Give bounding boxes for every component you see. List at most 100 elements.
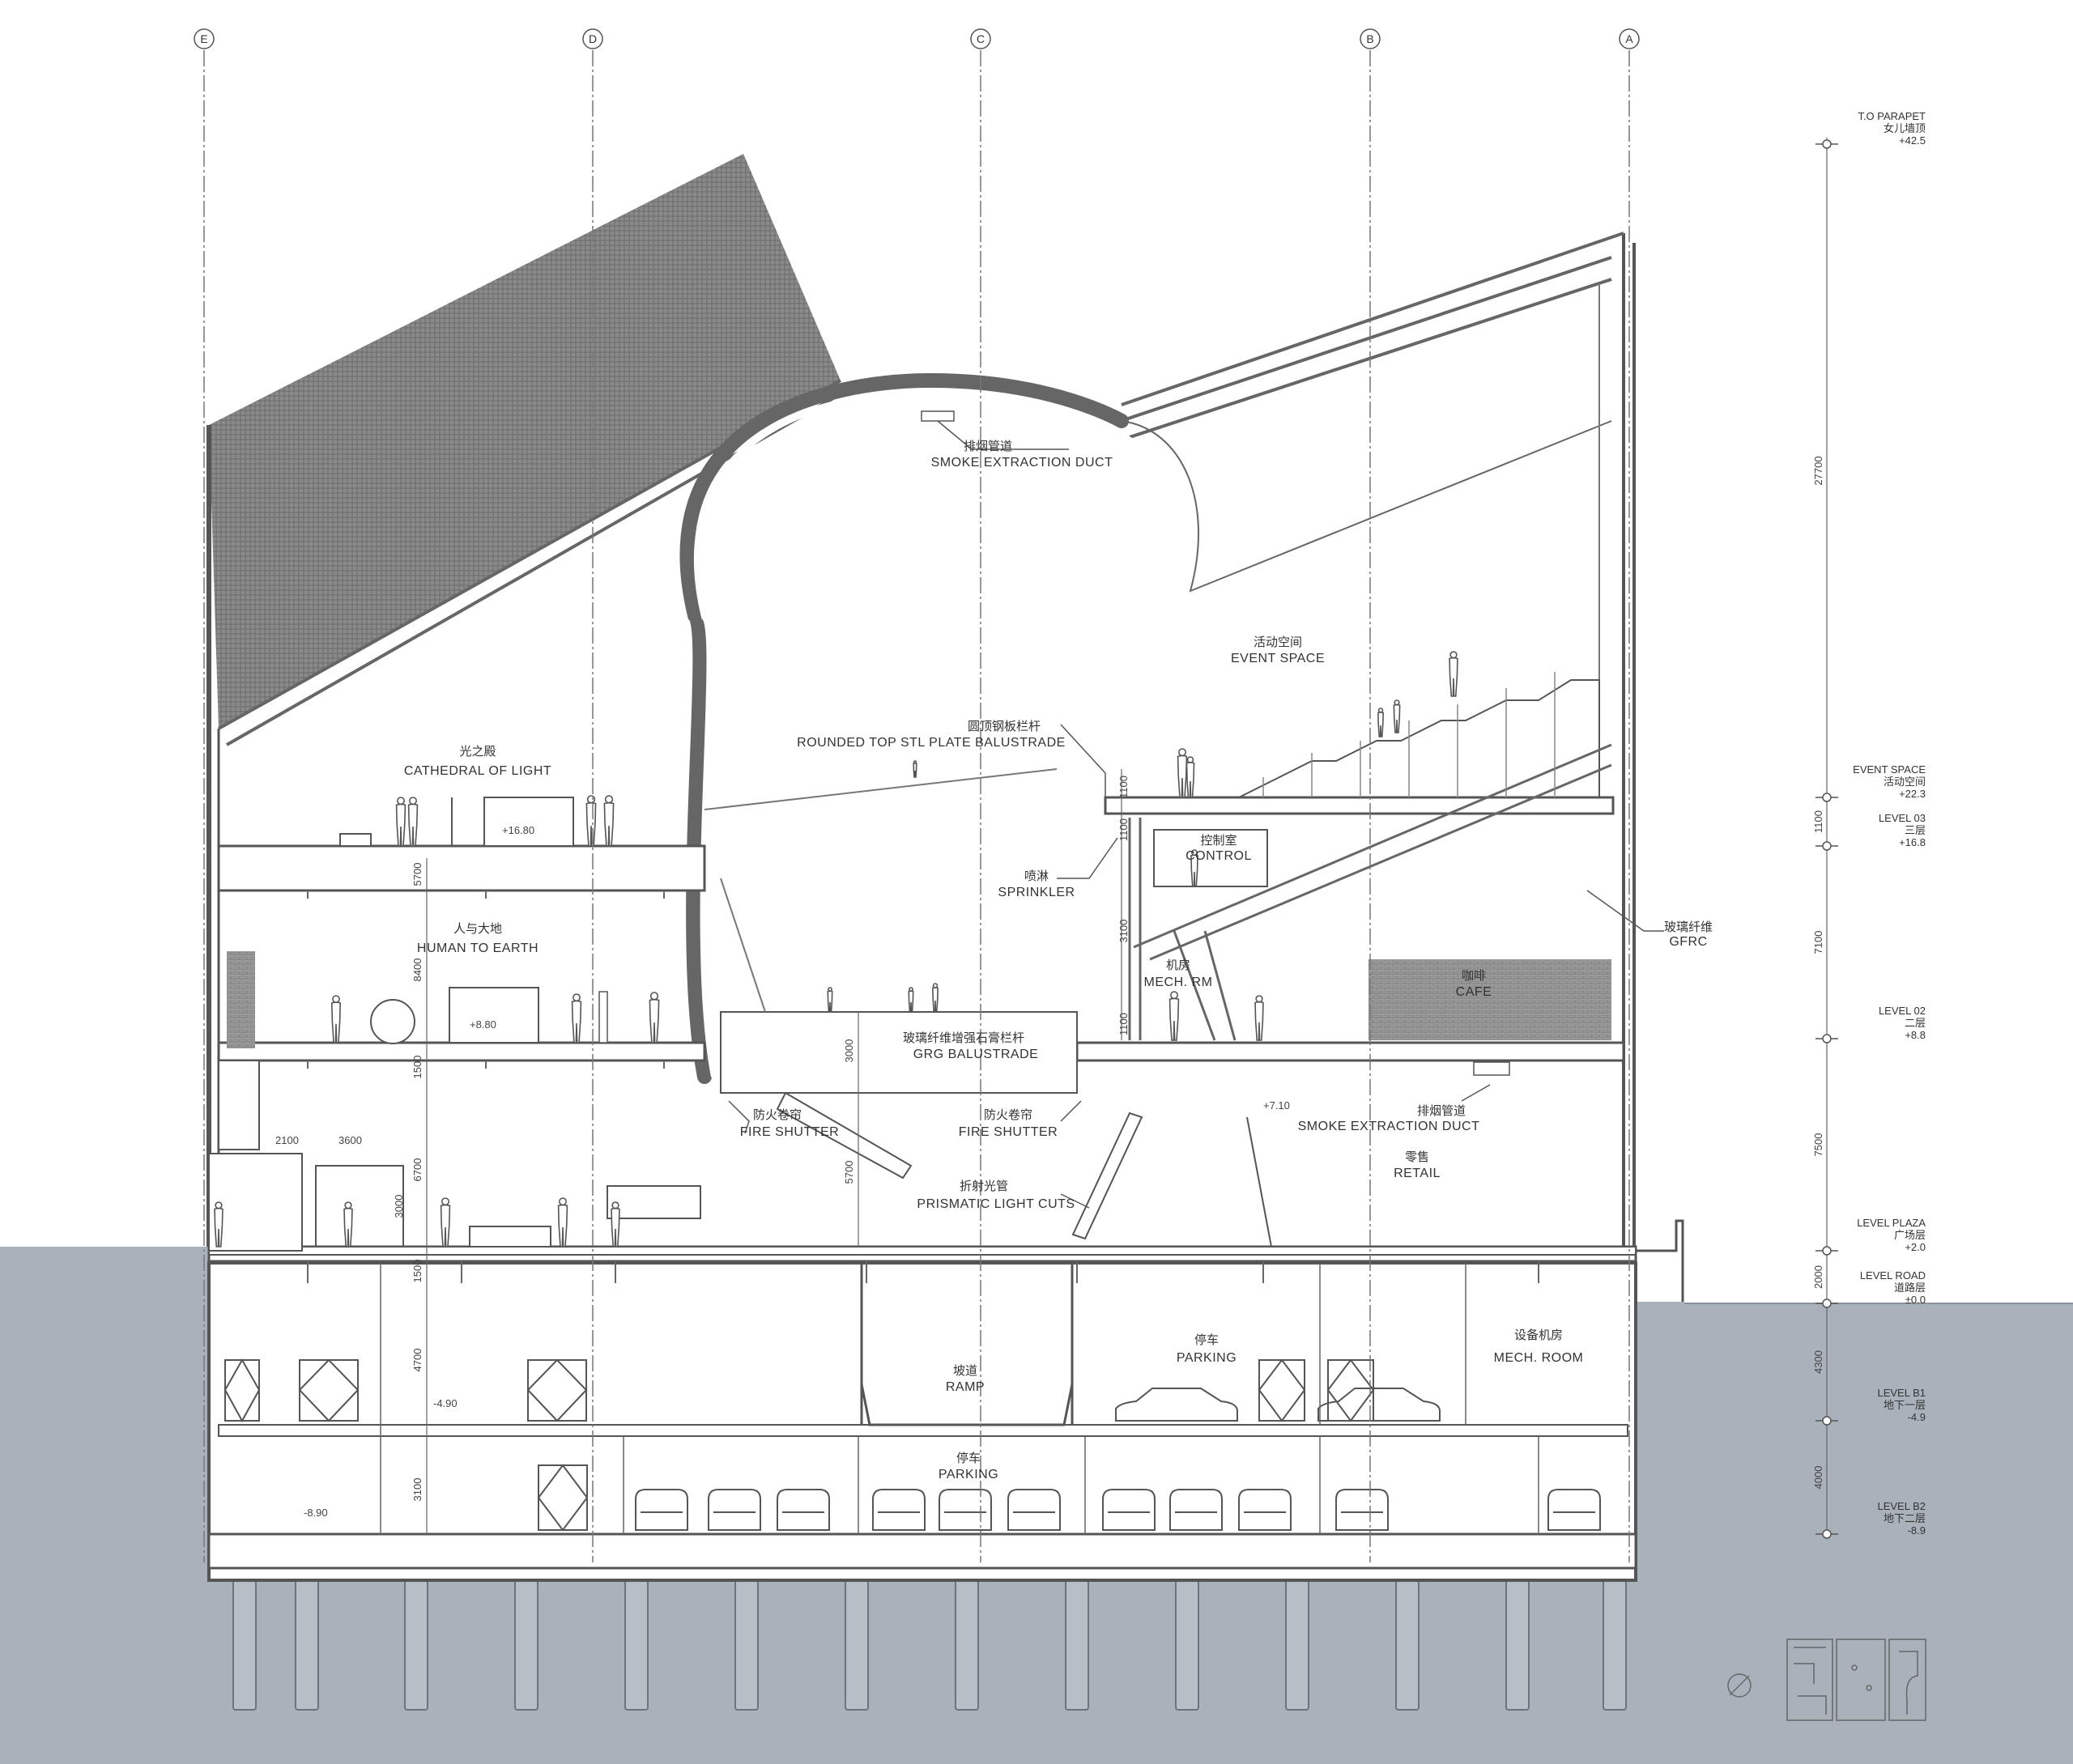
label-ramp: RAMP — [946, 1380, 985, 1394]
b1-slab — [218, 1424, 1628, 1437]
car — [1547, 1489, 1601, 1531]
dim-7: 4700 — [411, 1349, 424, 1372]
note-rounded-cn: 圆顶钢板栏杆 — [968, 719, 1041, 733]
wall-l2 — [598, 991, 608, 1044]
label-mech-room-cn: 设备机房 — [1514, 1328, 1563, 1342]
dim-16: 1100 — [1117, 1013, 1130, 1035]
level2-slab — [217, 1041, 706, 1062]
person-figure — [603, 795, 615, 847]
level-cn: 女儿墙顶 — [1884, 122, 1926, 134]
person-figure — [1168, 991, 1180, 1041]
label-cafe: CAFE — [1456, 985, 1492, 999]
person-figure — [395, 797, 407, 847]
level2-slab-right — [1075, 1041, 1625, 1062]
dim-13: 1100 — [1117, 776, 1130, 798]
dim-11: 3000 — [843, 1039, 855, 1063]
level-dim: 4000 — [1812, 1466, 1824, 1490]
board-l3 — [483, 797, 574, 847]
sofa-l1 — [469, 1226, 551, 1248]
seating-rails — [1262, 672, 1556, 797]
grid-c: C — [977, 32, 985, 45]
person-figure — [1177, 748, 1188, 798]
level-value: +2.0 — [1905, 1241, 1926, 1253]
spot-b2: -8.90 — [304, 1507, 328, 1519]
board-l3-small — [339, 833, 372, 847]
person-figure — [1185, 756, 1195, 798]
person-figure — [571, 993, 582, 1044]
left-core-box — [218, 1060, 260, 1150]
label-event: EVENT SPACE — [1231, 652, 1325, 665]
level-cn: 二层 — [1905, 1017, 1926, 1029]
label-parking1-cn: 停车 — [1194, 1333, 1219, 1347]
person-figure — [407, 797, 419, 847]
note-fire-l: FIRE SHUTTER — [740, 1125, 839, 1139]
car — [635, 1489, 688, 1531]
grg-balustrade — [720, 1011, 1078, 1094]
level-name: LEVEL B1 — [1877, 1387, 1926, 1399]
dim-2: 8400 — [411, 959, 424, 982]
level-cn: 道路层 — [1894, 1282, 1926, 1294]
basement-partitions — [380, 1263, 1539, 1534]
vault-shell — [679, 372, 1129, 1084]
label-parking2: PARKING — [939, 1468, 998, 1481]
grid-lines — [203, 50, 1630, 1562]
seating-truss — [1133, 743, 1612, 961]
board-l1 — [607, 1185, 701, 1219]
level-dim: 7500 — [1812, 1133, 1824, 1157]
note-smoke-top-cn: 排烟管道 — [964, 439, 1012, 453]
person-figure — [343, 1201, 353, 1248]
note-grg-cn: 玻璃纤维增强石膏栏杆 — [903, 1031, 1024, 1045]
person-figure — [214, 1201, 223, 1248]
car — [777, 1489, 830, 1531]
label-cathedral-cn: 光之殿 — [459, 744, 496, 759]
label-mech: MECH. RM — [1144, 976, 1213, 989]
car — [1169, 1489, 1223, 1531]
seating-stair — [1238, 679, 1600, 798]
dim-10: 3600 — [338, 1134, 362, 1146]
level-dim: 27700 — [1812, 456, 1824, 485]
sphere-l2 — [370, 999, 415, 1044]
light-cut-2 — [1071, 1112, 1143, 1240]
level-cn: 地下二层 — [1884, 1512, 1926, 1524]
note-gfrc-cn: 玻璃纤维 — [1664, 920, 1713, 934]
level-value: ±0.0 — [1905, 1294, 1926, 1306]
level-value: -8.9 — [1908, 1524, 1926, 1537]
person-figure — [1254, 995, 1264, 1041]
label-human-cn: 人与大地 — [453, 921, 502, 936]
left-stair — [227, 951, 255, 1048]
dim-14: 1100 — [1117, 818, 1130, 841]
right-retaining — [1636, 1219, 1684, 1302]
label-ramp-cn: 坡道 — [953, 1363, 977, 1378]
people-figures — [214, 651, 1458, 1248]
level-name: T.O PARAPET — [1858, 110, 1926, 122]
level-value: +22.3 — [1899, 788, 1926, 800]
board-l2 — [449, 987, 539, 1044]
label-parking2-cn: 停车 — [956, 1451, 981, 1465]
cars — [635, 1388, 1601, 1531]
hatched-roof — [209, 154, 841, 729]
car — [708, 1489, 761, 1531]
car — [1335, 1489, 1389, 1531]
level-name: LEVEL B2 — [1877, 1500, 1926, 1512]
person-figure — [440, 1197, 451, 1248]
hangers — [307, 891, 1539, 1283]
person-figure — [585, 795, 597, 847]
dim-9: 2100 — [275, 1134, 299, 1146]
cafe-brick — [1369, 959, 1611, 1040]
note-smoke-r-cn: 排烟管道 — [1417, 1103, 1466, 1118]
level-value: +8.8 — [1905, 1029, 1926, 1041]
entrance-box — [208, 1153, 303, 1252]
dim-1: 5700 — [411, 863, 424, 886]
person-figure — [1393, 699, 1401, 733]
car — [1007, 1489, 1061, 1531]
label-control-cn: 控制室 — [1200, 833, 1237, 848]
note-gfrc: GFRC — [1669, 935, 1707, 949]
level-cn: 广场层 — [1894, 1229, 1926, 1241]
leaders — [728, 410, 1664, 1209]
person-figure — [1190, 849, 1198, 887]
label-event-cn: 活动空间 — [1254, 635, 1302, 649]
sedan — [1317, 1388, 1441, 1422]
